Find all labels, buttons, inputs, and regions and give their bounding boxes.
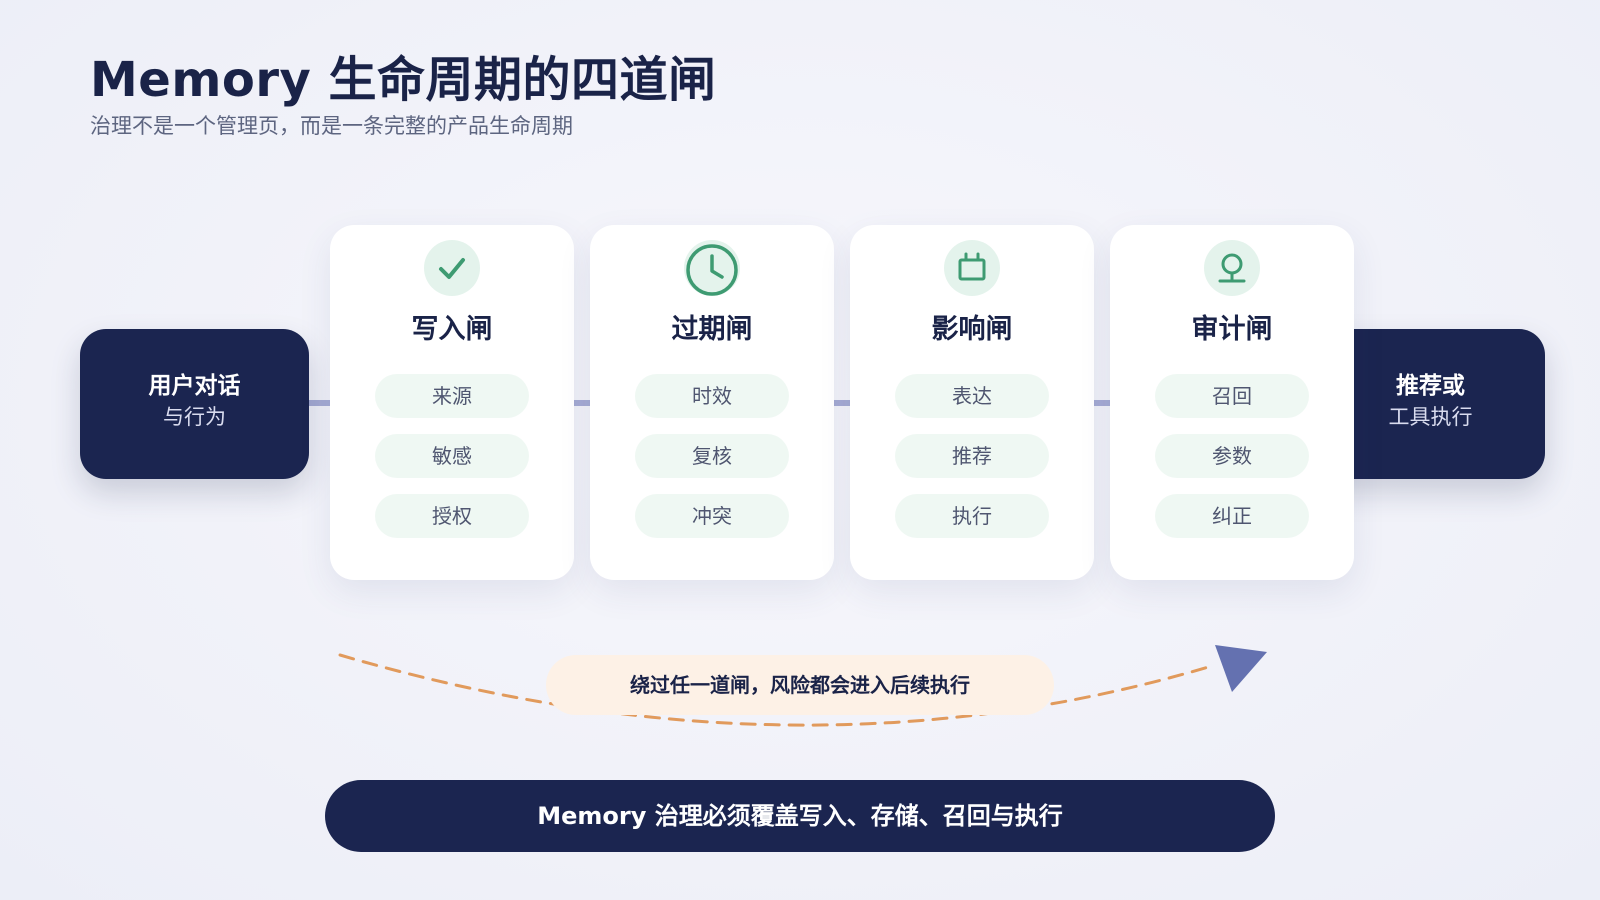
- arrow-head-icon: [1215, 645, 1267, 692]
- summary-banner: Memory 治理必须覆盖写入、存储、召回与执行: [325, 780, 1275, 852]
- clock-icon: [684, 240, 740, 296]
- gate-item: 冲突: [635, 494, 789, 538]
- gate-card-expiry: 过期闸 时效 复核 冲突: [590, 225, 834, 580]
- stamp-icon: [1204, 240, 1260, 296]
- check-icon: [424, 240, 480, 296]
- gate-title: 过期闸: [671, 314, 753, 345]
- flow-start-node: 用户对话 与行为: [80, 329, 309, 479]
- flow-start-label: 用户对话: [148, 373, 241, 399]
- gate-title: 审计闸: [1191, 314, 1273, 345]
- gate-item: 敏感: [375, 434, 529, 478]
- gate-card-impact: 影响闸 表达 推荐 执行: [850, 225, 1094, 580]
- gate-item: 表达: [895, 374, 1049, 418]
- gate-title: 写入闸: [411, 314, 493, 345]
- bypass-dashed-arc: [338, 653, 1217, 727]
- gate-item: 执行: [895, 494, 1049, 538]
- gate-item: 纠正: [1155, 494, 1309, 538]
- flow-start-sublabel: 与行为: [163, 405, 226, 429]
- gate-card-write: 写入闸 来源 敏感 授权: [330, 225, 574, 580]
- gate-item: 来源: [375, 374, 529, 418]
- frame-icon: [944, 240, 1000, 296]
- gate-title: 影响闸: [931, 314, 1013, 345]
- flow-end-label: 推荐或: [1396, 373, 1465, 399]
- gate-card-audit: 审计闸 召回 参数 纠正: [1110, 225, 1354, 580]
- bypass-note: 绕过任一道闸，风险都会进入后续执行: [546, 655, 1054, 715]
- page-title: Memory 生命周期的四道闸: [90, 52, 717, 108]
- gate-item: 复核: [635, 434, 789, 478]
- gate-item: 时效: [635, 374, 789, 418]
- flow-end-sublabel: 工具执行: [1388, 405, 1473, 429]
- gate-item: 推荐: [895, 434, 1049, 478]
- gate-item: 召回: [1155, 374, 1309, 418]
- gate-item: 参数: [1155, 434, 1309, 478]
- page-subtitle: 治理不是一个管理页，而是一条完整的产品生命周期: [90, 114, 573, 138]
- gate-item: 授权: [375, 494, 529, 538]
